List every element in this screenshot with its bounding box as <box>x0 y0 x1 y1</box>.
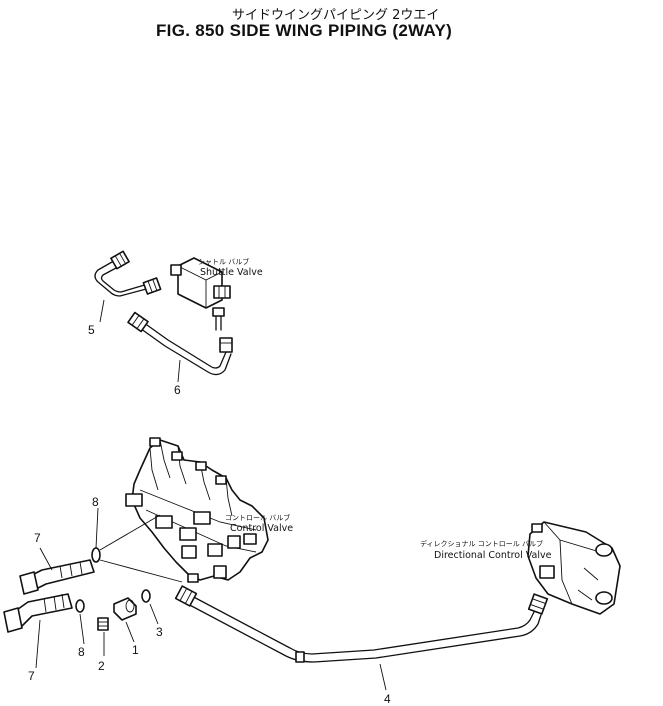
elbow-part-7-lower <box>3 593 73 633</box>
adapter-part-1 <box>113 597 137 621</box>
pipe-part-6 <box>127 311 233 376</box>
elbow-part-7-upper <box>19 559 95 595</box>
control-valve <box>125 437 269 583</box>
callout-8-upper: 8 <box>92 495 99 509</box>
shuttle-valve-label-jp: シャトル バルブ <box>198 257 249 266</box>
o-ring-part-3 <box>141 589 151 603</box>
callout-7-lower: 7 <box>28 669 35 683</box>
leader-line-1 <box>125 621 135 643</box>
leader-line-7-upper <box>39 547 53 571</box>
callout-1: 1 <box>132 643 139 657</box>
control-valve-label-jp: コントロール バルブ <box>225 513 290 522</box>
pipe-part-5 <box>94 250 162 297</box>
shuttle-valve <box>170 257 231 331</box>
leader-line-7-lower <box>35 619 41 669</box>
diagram-title-japanese: サイドウイングパイピング 2ウエイ <box>232 8 440 23</box>
o-ring-part-8-lower <box>75 599 85 613</box>
leader-line-5 <box>99 299 105 323</box>
directional-control-valve-label: Directional Control Valve <box>434 550 552 561</box>
leader-line-3 <box>149 603 159 625</box>
directional-control-valve <box>527 521 621 615</box>
control-valve-label: Control Valve <box>230 523 293 534</box>
callout-5: 5 <box>88 323 95 337</box>
leader-line-6 <box>177 359 181 383</box>
leader-line-8-upper <box>95 507 99 549</box>
callout-8-lower: 8 <box>78 645 85 659</box>
shuttle-valve-label: Shuttle Valve <box>200 267 263 278</box>
plug-part-2 <box>97 617 109 631</box>
leader-line-8-lower <box>79 613 85 645</box>
callout-7-upper: 7 <box>34 531 41 545</box>
callout-6: 6 <box>174 383 181 397</box>
diagram-title: FIG. 850 SIDE WING PIPING (2WAY) <box>156 21 453 40</box>
directional-control-valve-label-jp: ディレクショナル コントロール バルブ <box>420 539 543 548</box>
leader-line-4 <box>379 663 387 691</box>
callout-2: 2 <box>98 659 105 673</box>
pipe-part-4 <box>174 585 549 663</box>
callout-4: 4 <box>384 692 391 706</box>
callout-3: 3 <box>156 625 163 639</box>
o-ring-part-8-upper <box>91 547 101 563</box>
